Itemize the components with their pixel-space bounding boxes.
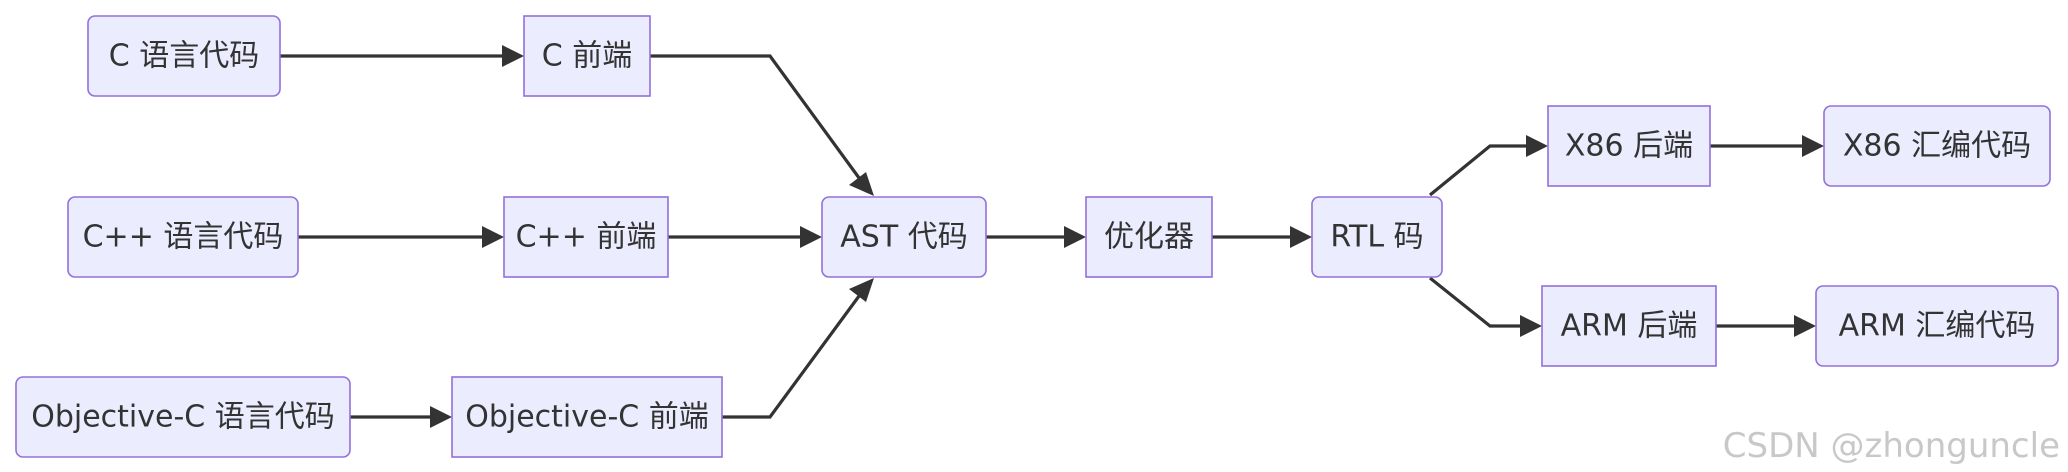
node-objc-code: Objective-C 语言代码 [15, 376, 351, 458]
edge-c-code-to-c-frontend [280, 45, 524, 67]
node-cpp-code: C++ 语言代码 [67, 196, 299, 278]
edge-rtl-to-x86-backend [1428, 135, 1548, 197]
node-arm-backend-label: ARM 后端 [1561, 309, 1698, 344]
node-objc-code-label: Objective-C 语言代码 [31, 400, 335, 435]
node-x86-asm: X86 汇编代码 [1823, 105, 2051, 187]
node-ast: AST 代码 [821, 196, 987, 278]
node-arm-backend: ARM 后端 [1541, 285, 1717, 367]
node-ast-label: AST 代码 [840, 220, 967, 255]
node-rtl-label: RTL 码 [1330, 220, 1423, 255]
node-arm-asm: ARM 汇编代码 [1815, 285, 2059, 367]
edge-rtl-to-arm-backend [1429, 276, 1542, 337]
watermark: CSDN @zhonguncle [1722, 426, 2060, 466]
node-c-code: C 语言代码 [87, 15, 281, 97]
edge-cpp-code-to-cpp-frontend [298, 226, 504, 248]
edge-x86-backend-to-x86-asm [1710, 135, 1824, 157]
edge-cpp-frontend-to-ast [668, 226, 822, 248]
node-c-code-label: C 语言代码 [109, 39, 259, 74]
node-cpp-frontend-label: C++ 前端 [516, 220, 657, 255]
node-rtl: RTL 码 [1311, 196, 1443, 278]
edge-optimizer-to-rtl [1212, 226, 1312, 248]
node-cpp-frontend: C++ 前端 [503, 196, 669, 278]
edge-ast-to-optimizer [986, 226, 1086, 248]
node-c-frontend: C 前端 [523, 15, 651, 97]
nodes: C 语言代码 C 前端 C++ 语言代码 C++ 前端 Objective-C … [15, 15, 2059, 458]
edge-arm-backend-to-arm-asm [1716, 315, 1816, 337]
edge-objc-frontend-to-ast [722, 278, 874, 419]
node-objc-frontend: Objective-C 前端 [451, 376, 723, 458]
node-x86-backend: X86 后端 [1547, 105, 1711, 187]
node-x86-asm-label: X86 汇编代码 [1843, 129, 2031, 164]
node-cpp-code-label: C++ 语言代码 [83, 220, 284, 255]
node-optimizer: 优化器 [1085, 196, 1213, 278]
node-arm-asm-label: ARM 汇编代码 [1839, 309, 2036, 344]
node-x86-backend-label: X86 后端 [1565, 129, 1693, 164]
edge-c-frontend-to-ast [650, 54, 874, 196]
node-optimizer-label: 优化器 [1104, 220, 1194, 255]
edge-objc-code-to-objc-frontend [350, 406, 452, 428]
node-c-frontend-label: C 前端 [542, 39, 632, 74]
node-objc-frontend-label: Objective-C 前端 [465, 400, 709, 435]
edges [280, 45, 1824, 428]
